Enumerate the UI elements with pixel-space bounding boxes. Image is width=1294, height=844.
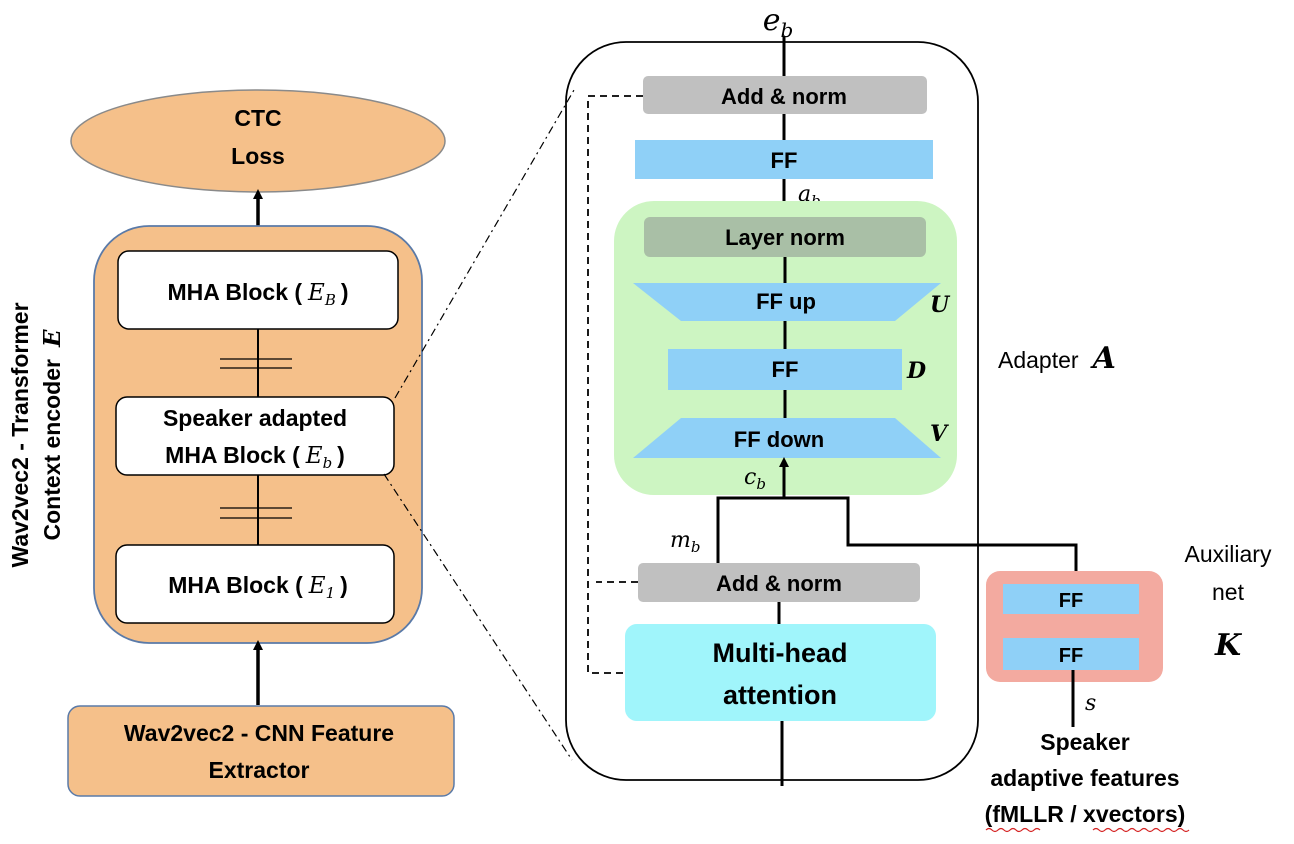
u-symbol: U: [930, 292, 951, 318]
mha-block-bottom-label: MHA Block (E1): [168, 572, 348, 602]
layer-norm-label: Layer norm: [725, 225, 845, 250]
ff-mid-box: [668, 349, 902, 390]
zoom-line-bottom: [383, 473, 573, 761]
speaker-features-line1: Speaker: [1040, 729, 1130, 755]
mb-label: mb: [670, 528, 700, 556]
d-symbol: D: [906, 358, 926, 384]
encoder-side-title-2: Context encoderE: [39, 329, 66, 540]
ff-mid-label: FF: [772, 357, 799, 382]
spellcheck-underline-1: [985, 827, 1041, 833]
svg-text:Wav2vec2 - Transformer: Wav2vec2 - Transformer: [7, 302, 33, 567]
add-norm-bottom-label: Add & norm: [716, 571, 842, 596]
ff-top-box: [635, 140, 933, 179]
speaker-adapted-block-detail: [565, 41, 979, 781]
mb-flow-path: [716, 496, 1078, 584]
speaker-features-line3: (fMLLR / xvectors): [985, 801, 1186, 827]
multi-head-attention-box: [625, 624, 936, 721]
aux-label-line1: Auxiliary: [1185, 541, 1272, 567]
output-eb-label: eb: [763, 3, 794, 42]
k-symbol: K: [1214, 628, 1243, 663]
spellcheck-underline-2: [1092, 827, 1190, 833]
s-symbol: s: [1085, 691, 1096, 716]
mha-label-line1: Multi-head: [713, 638, 848, 668]
cnn-feature-extractor-box: [67, 705, 455, 797]
speaker-adapted-label: Speaker adapted: [163, 405, 347, 431]
loss-label: Loss: [231, 143, 285, 169]
ff-up-trapezoid: [633, 283, 941, 321]
cnn-label-line1: Wav2vec2 - CNN Feature: [124, 720, 394, 746]
ctc-label: CTC: [234, 105, 281, 131]
svg-text:Context encoderE: Context encoderE: [39, 329, 66, 540]
aux-ff-bottom-box: [1003, 638, 1139, 670]
encoder-side-title: Wav2vec2 - Transformer: [7, 302, 33, 567]
zoom-line-top: [394, 89, 575, 399]
residual-path-top: [587, 95, 643, 674]
aux-ff-top-box: [1003, 584, 1139, 614]
aux-ff-bottom-label: FF: [1059, 645, 1083, 667]
add-norm-top-label: Add & norm: [721, 84, 847, 109]
ff-up-label: FF up: [756, 289, 816, 314]
aux-label-line2: net: [1212, 579, 1245, 605]
cb-label: cb: [744, 465, 766, 493]
mha-block-top-label: MHA Block (EB): [167, 279, 348, 309]
speaker-adapted-mha-label: MHA Block (Eb): [165, 442, 345, 472]
mha-block-bottom: [115, 544, 395, 624]
add-norm-bottom-box: [638, 563, 920, 602]
ff-down-trapezoid: [633, 418, 941, 458]
mha-label-line2: attention: [723, 680, 837, 710]
ff-top-label: FF: [771, 148, 798, 173]
aux-ff-top-label: FF: [1059, 590, 1083, 612]
cnn-label-line2: Extractor: [209, 757, 310, 783]
v-symbol: V: [930, 421, 949, 447]
layer-norm-box: [644, 217, 926, 257]
speaker-adapted-mha-block: [115, 396, 395, 476]
add-norm-top-box: [643, 76, 927, 114]
speaker-features-line2: adaptive features: [990, 765, 1179, 791]
ff-down-label: FF down: [734, 427, 824, 452]
